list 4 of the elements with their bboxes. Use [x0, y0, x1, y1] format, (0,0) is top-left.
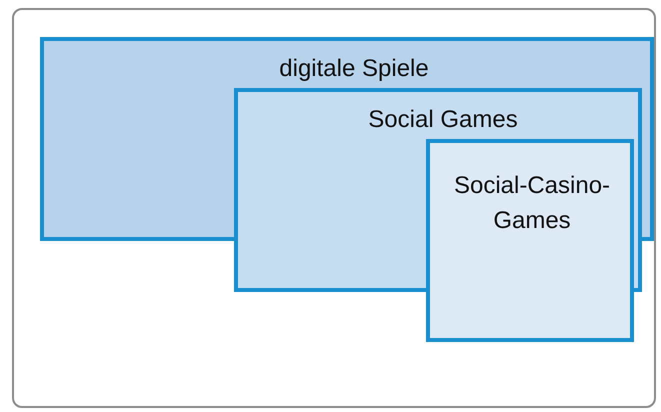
- box-label: Social-Casino-Games: [452, 171, 612, 236]
- category-box: [426, 139, 634, 342]
- box-label: Social Games: [367, 105, 519, 135]
- box-label: digitale Spiele: [278, 54, 430, 84]
